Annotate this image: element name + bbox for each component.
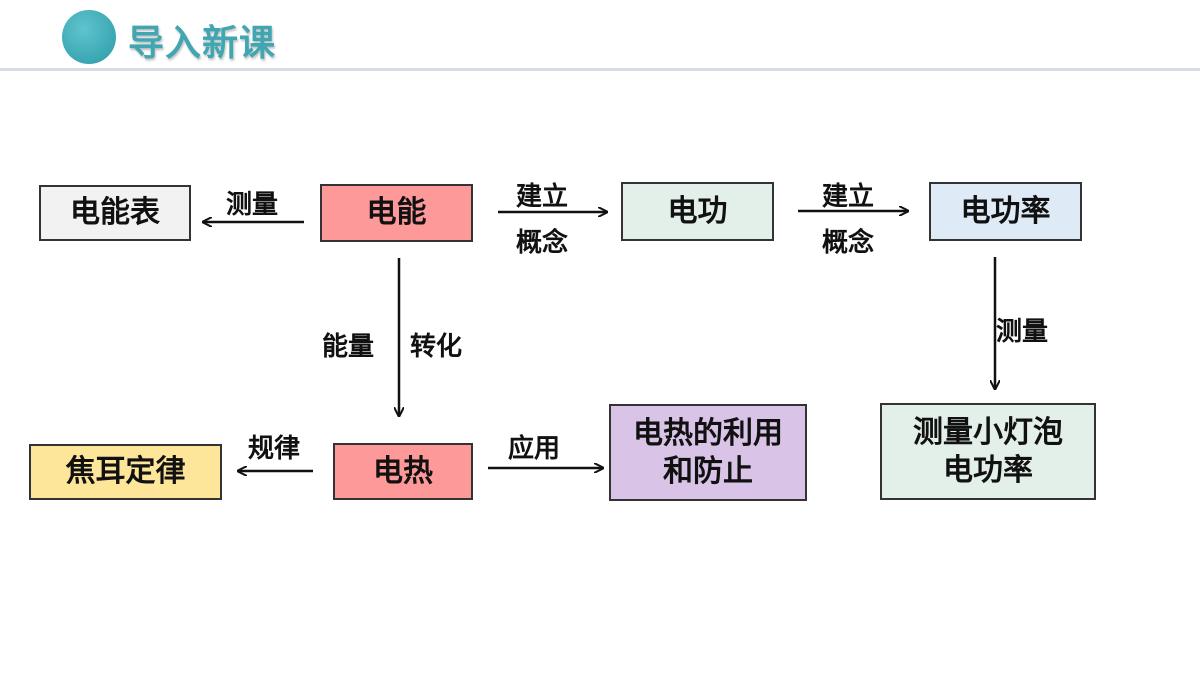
node-diangong-label: 电功 [667,193,728,229]
page-title: 导入新课 [128,23,277,64]
node-diannengbiao: 电能表 [39,185,191,241]
node-jiaoer: 焦耳定律 [29,444,222,500]
node-diange-label: 电热 [373,453,433,489]
node-jiaoer-label: 焦耳定律 [65,454,186,489]
label-energy: 能量 [322,332,375,362]
node-dianneng-label: 电能 [366,195,427,230]
label-build-1-bottom: 概念 [516,228,569,258]
node-diannengbiao-label: 电能表 [70,195,160,230]
label-measure-2: 测量 [996,317,1049,347]
node-liyong-line2: 和防止 [663,453,753,489]
node-liyong: 电热的利用 和防止 [609,404,807,501]
label-build-2-bottom: 概念 [822,228,875,258]
node-diange: 电热 [333,443,473,500]
header-circle-icon [62,10,116,64]
label-apply: 应用 [508,434,561,464]
label-build-1-top: 建立 [516,182,569,212]
node-liyong-line1: 电热的利用 [633,415,783,451]
label-measure-1: 测量 [226,190,279,220]
node-diangonglv-label: 电功率 [960,193,1051,229]
header-divider [0,68,1200,71]
label-build-2-top: 建立 [822,182,875,212]
label-convert: 转化 [410,332,463,362]
node-celiang-line1: 测量小灯泡 [913,414,1063,450]
label-law: 规律 [248,434,301,464]
node-diangong: 电功 [621,182,774,241]
node-celiang-line2: 电功率 [943,452,1033,488]
node-dianneng: 电能 [320,184,473,242]
node-diangonglv: 电功率 [929,182,1082,241]
node-celiang: 测量小灯泡 电功率 [880,403,1096,500]
slide-header: 导入新课 [0,0,1200,72]
